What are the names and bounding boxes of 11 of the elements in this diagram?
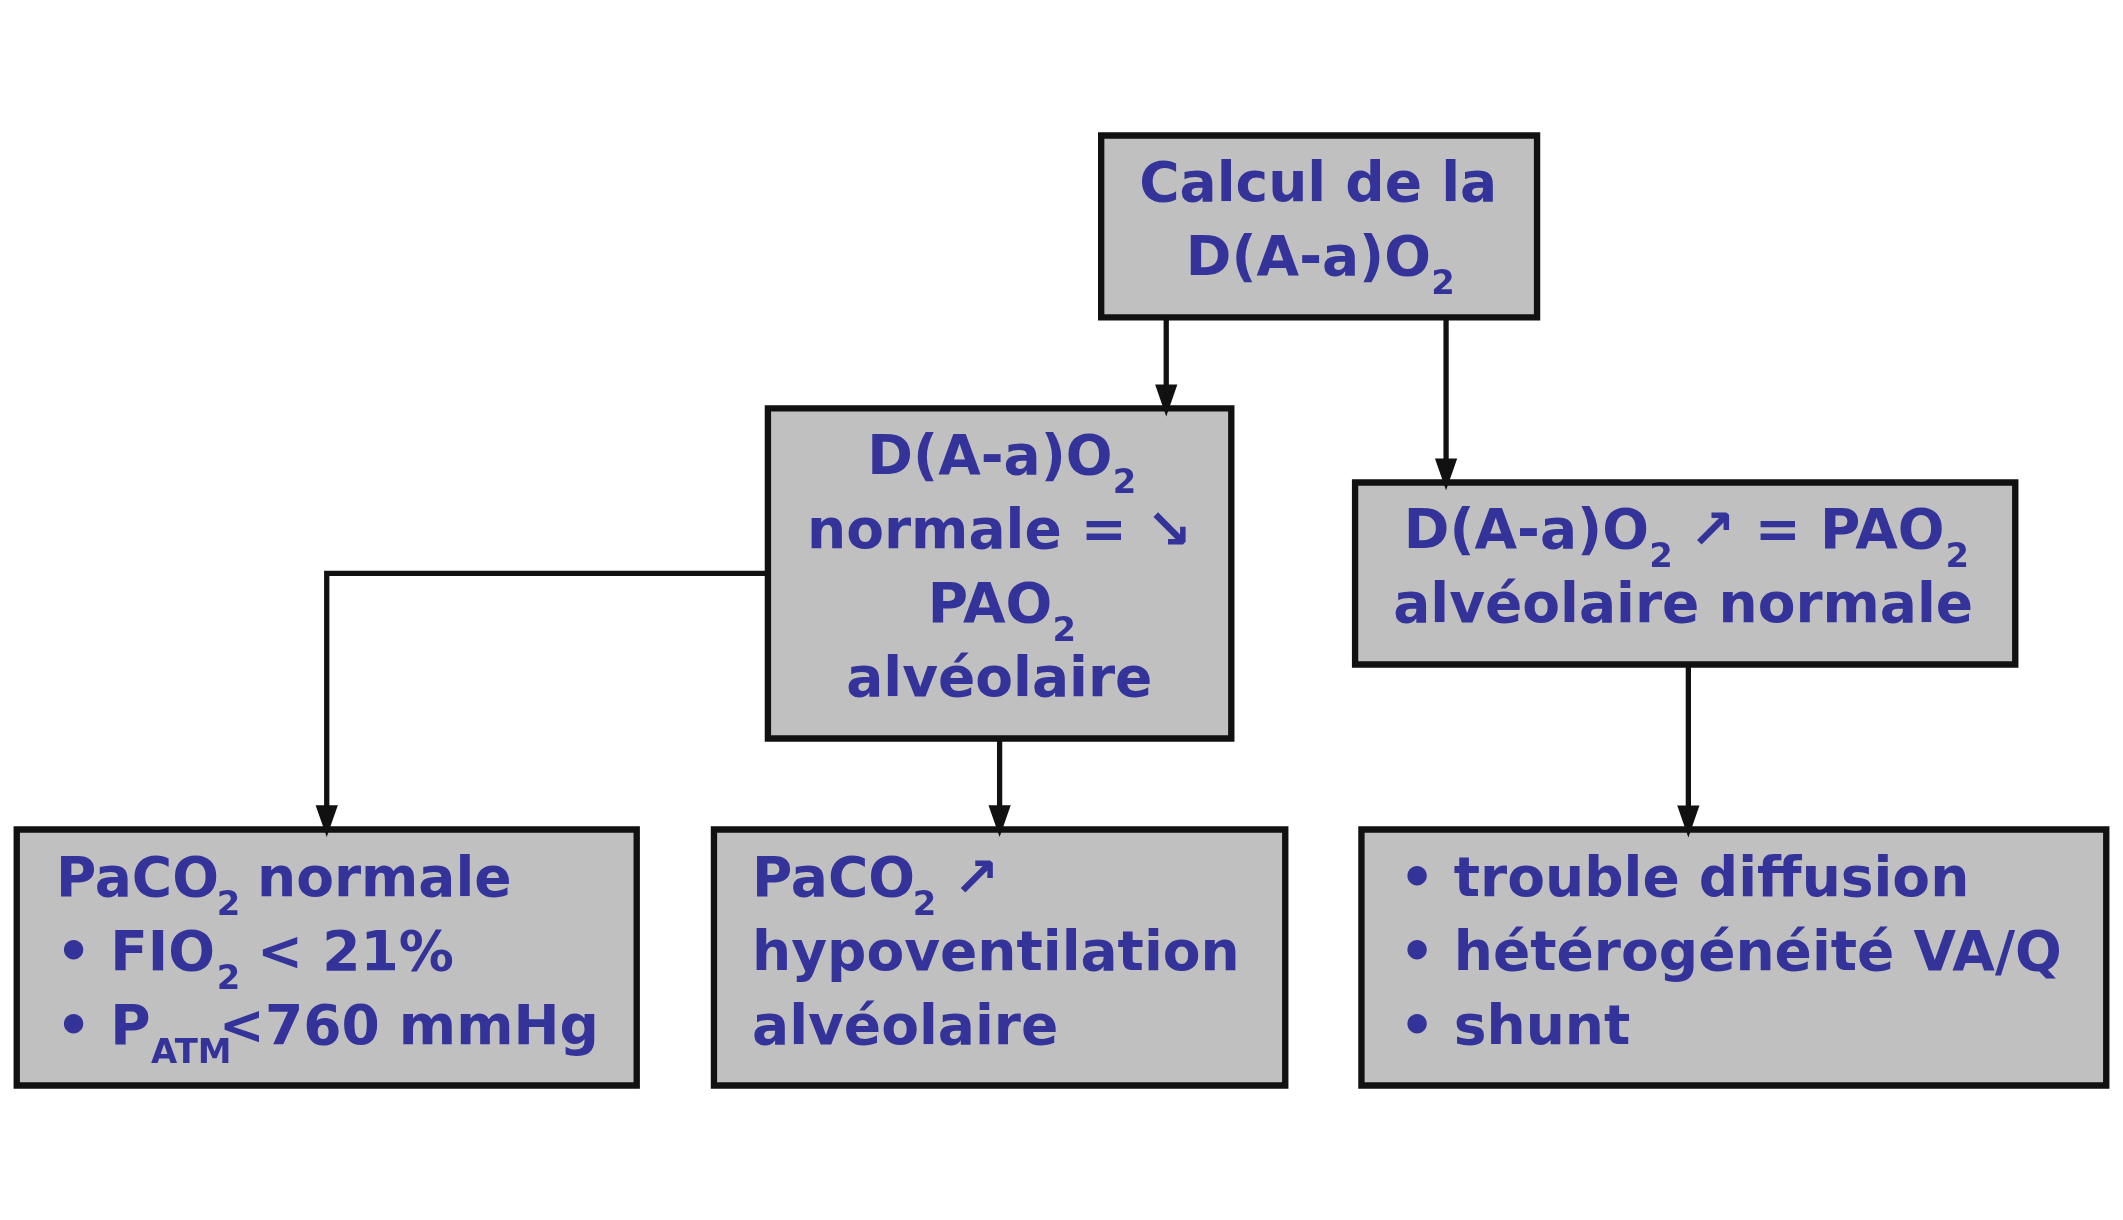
arrow <box>1434 317 1458 490</box>
node-box: • trouble diffusion • hétérogénéité VA/Q • shunt <box>1358 825 2110 1089</box>
arrow <box>1155 317 1178 416</box>
node-box: D(A-a)O$_{2}$ normale = ↘ PAO$_{2}$ alvéolaire <box>764 404 1235 742</box>
arrow <box>315 570 768 837</box>
node-box: Calcul de la D(A-a)O$_{2}$ <box>1098 131 1541 321</box>
node-box: PaCO$_{2}$ normale • FIO$_{2}$ < 21% • P$_{ATM}$<760 mmHg <box>13 825 640 1089</box>
arrow <box>988 738 1011 837</box>
arrow <box>1677 664 1700 837</box>
node-box: D(A-a)O$_{2}$ ↗ = PAO$_{2}$ alvéolaire normale <box>1351 478 2019 668</box>
node-box: PaCO$_{2}$ ↗ hypoventilation alvéolaire <box>710 825 1289 1089</box>
